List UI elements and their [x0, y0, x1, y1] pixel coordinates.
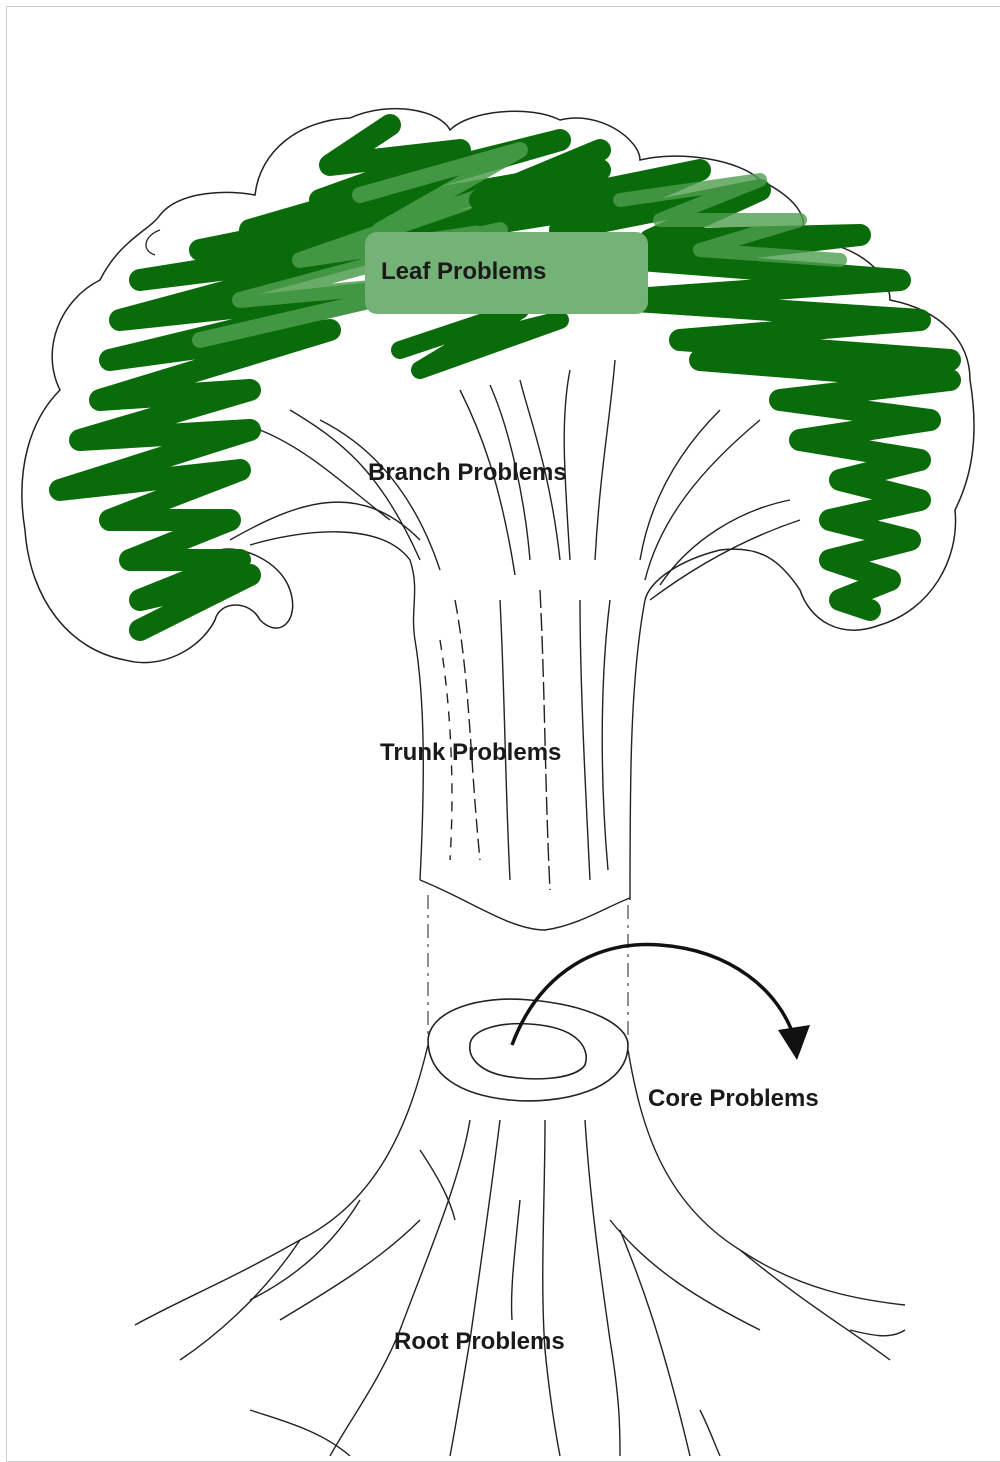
canopy-bump	[146, 230, 160, 255]
foliage-scribble	[60, 125, 950, 630]
branch-problems-label: Branch Problems	[368, 459, 567, 487]
branches	[230, 360, 800, 640]
core-problems-label: Core Problems	[648, 1085, 819, 1113]
core-arrow	[512, 944, 810, 1060]
leaf-problems-label: Leaf Problems	[381, 258, 546, 286]
arrowhead-icon	[778, 1025, 810, 1060]
trunk-problems-label: Trunk Problems	[380, 739, 561, 767]
guide-lines	[428, 895, 628, 1045]
root-problems-label: Root Problems	[394, 1328, 565, 1356]
